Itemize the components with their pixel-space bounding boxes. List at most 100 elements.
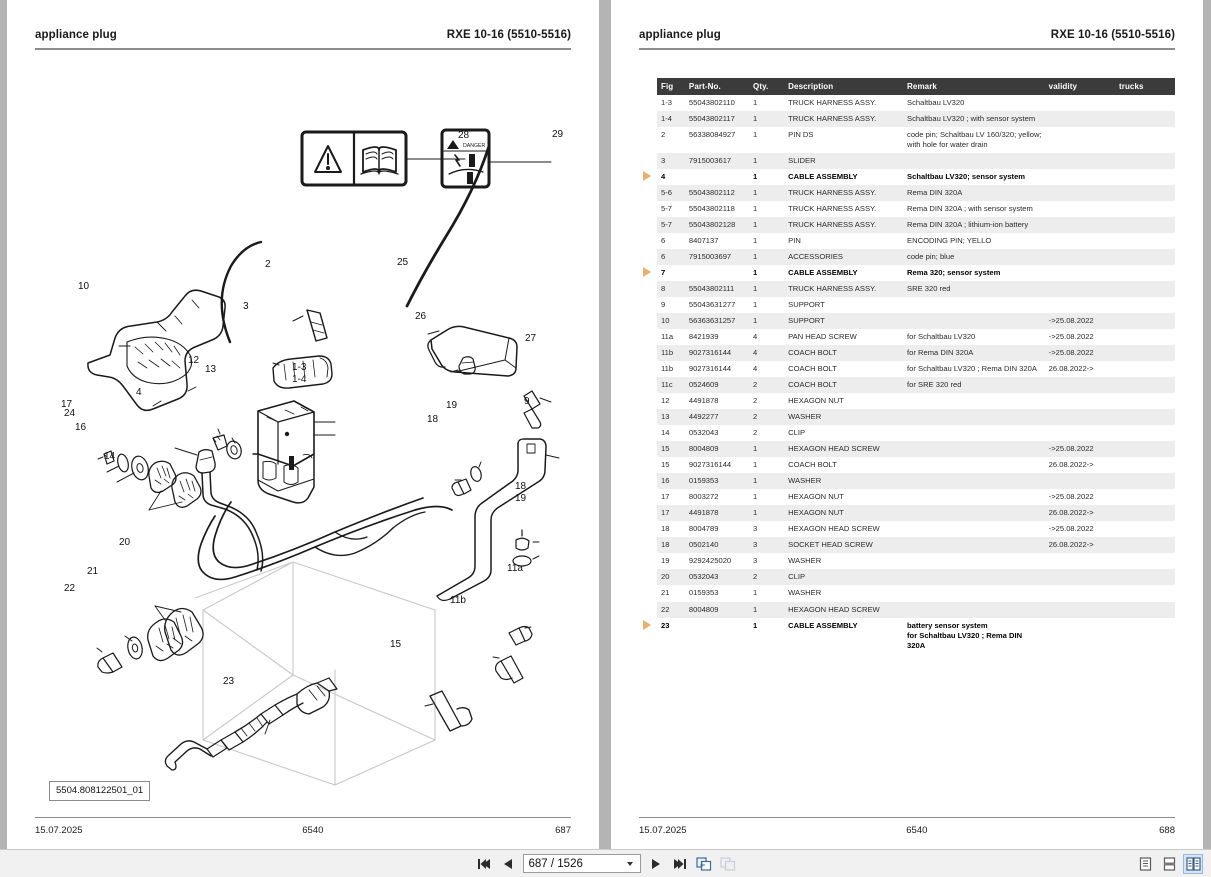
trucks-cell	[1115, 297, 1175, 313]
validity-cell: ->25.08.2022	[1045, 521, 1115, 537]
next-page-icon[interactable]	[647, 855, 665, 873]
validity-cell-text: 26.08.2022->	[1048, 508, 1094, 518]
qty-cell: 3	[749, 521, 784, 537]
fig-cell-text: 16	[661, 476, 670, 486]
page-688[interactable]: appliance plug RXE 10-16 (5510-5516) Fig	[611, 0, 1203, 849]
part-no-cell-text: 55043631277	[688, 300, 736, 310]
col-header-qty[interactable]: Qty.	[749, 78, 785, 95]
part-no-cell-text: 55043802112	[688, 188, 735, 198]
page-number-input[interactable]: 687 / 1526	[522, 854, 641, 873]
trucks-cell	[1114, 569, 1175, 586]
left-header-model: RXE 10-16 (5510-5516)	[446, 29, 571, 41]
col-header-description[interactable]: Description	[784, 78, 904, 95]
trucks-cell	[1114, 249, 1175, 266]
continuous-view-icon[interactable]	[1159, 854, 1179, 874]
page-687[interactable]: appliance plug RXE 10-16 (5510-5516)	[7, 0, 599, 849]
fig-cell: 5-7	[657, 217, 685, 234]
callout-label: 18	[427, 414, 439, 425]
qty-cell-text: 1	[753, 604, 758, 614]
validity-cell-text: ->25.08.2022	[1048, 332, 1094, 342]
col-header-part-no[interactable]: Part-No.	[684, 78, 749, 95]
qty-cell: 1	[749, 265, 784, 281]
fig-cell-text: 6	[661, 252, 666, 262]
callout-label: 22	[64, 583, 76, 594]
description-cell-text: CABLE ASSEMBLY	[788, 620, 858, 630]
extract-page-icon[interactable]	[695, 855, 713, 873]
chevron-down-icon[interactable]	[626, 861, 633, 866]
part-no-cell-text: 55043802117	[688, 114, 735, 124]
part-no-cell-text: 7915003617	[688, 156, 732, 166]
parts-table-header-row: Fig Part-No. Qty. Description Remark val…	[657, 78, 1175, 95]
fig-cell: 9	[657, 297, 685, 313]
col-header-fig[interactable]: Fig	[657, 78, 685, 95]
qty-cell: 2	[749, 569, 785, 586]
page-number-value: 687 / 1526	[528, 857, 583, 870]
description-cell: SOCKET HEAD SCREW	[784, 537, 904, 554]
fig-cell: 11c	[657, 377, 685, 394]
previous-page-icon[interactable]	[499, 855, 517, 873]
qty-cell-text: 3	[753, 524, 758, 534]
single-page-view-icon[interactable]	[1135, 854, 1155, 874]
facing-pages-view-icon[interactable]	[1183, 853, 1203, 874]
validity-cell: 26.08.2022->	[1045, 457, 1115, 473]
fig-cell-text: 1-4	[661, 114, 672, 124]
trucks-cell	[1115, 585, 1175, 601]
description-cell: CLIP	[784, 425, 903, 441]
description-cell-text: SLIDER	[788, 156, 816, 166]
part-no-cell-text: 56363631257	[688, 316, 736, 326]
callout-label: 1-3	[292, 362, 307, 373]
first-page-icon[interactable]	[475, 855, 493, 873]
col-header-remark[interactable]: Remark	[903, 78, 1045, 95]
fig-cell: 15	[657, 441, 685, 458]
copy-page-icon[interactable]	[719, 855, 737, 873]
callout-label: 1-4	[292, 374, 307, 385]
fig-cell-text: 5-6	[661, 188, 672, 198]
qty-cell-text: 1	[753, 492, 758, 502]
last-page-icon[interactable]	[671, 855, 689, 873]
qty-cell-text: 2	[753, 396, 758, 406]
description-cell: PIN DS	[784, 127, 903, 153]
exploded-view-drawing[interactable]: DANGER	[35, 50, 571, 817]
validity-cell-text: ->25.08.2022	[1048, 492, 1094, 502]
callout-label: 14	[104, 451, 116, 462]
qty-cell-text: 1	[753, 130, 758, 140]
remark-cell	[903, 537, 1045, 554]
col-header-validity[interactable]: validity	[1044, 78, 1115, 95]
col-header-trucks[interactable]: trucks	[1114, 78, 1175, 95]
qty-cell: 1	[749, 618, 784, 654]
fig-cell: 1-3	[657, 95, 685, 111]
